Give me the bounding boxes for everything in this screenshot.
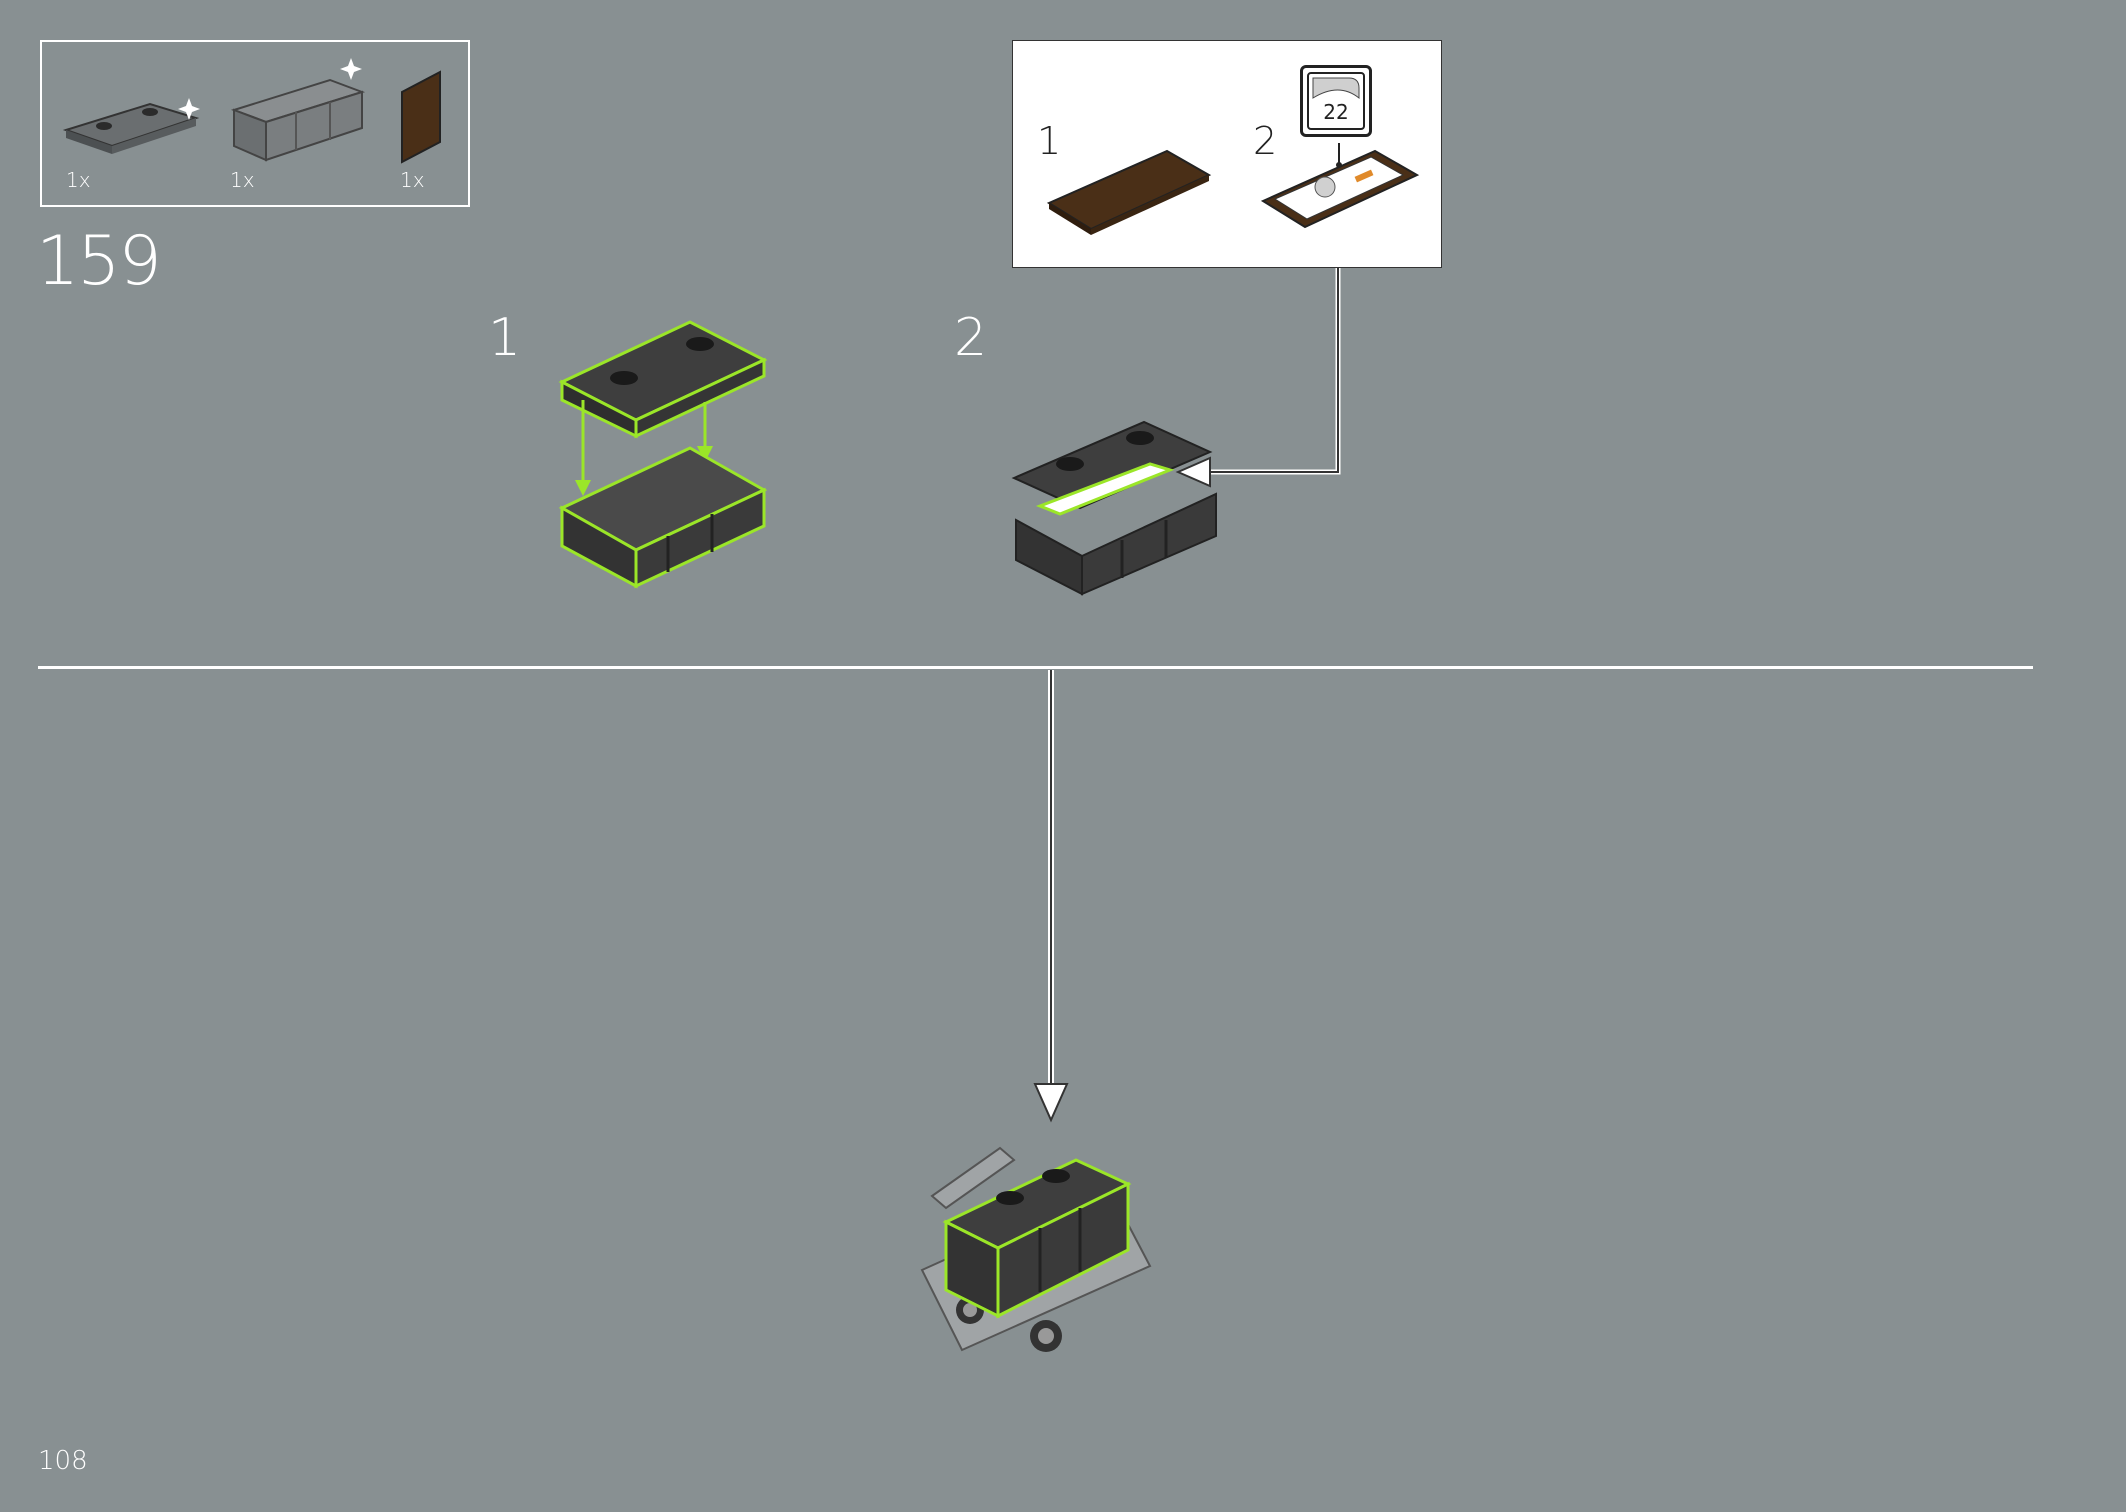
- callout-illustrations: [1046, 143, 1420, 235]
- callout-step-label: 2: [1253, 119, 1278, 163]
- callout-stickered-tile: [1260, 143, 1420, 229]
- sticker-peel-icon: [1312, 77, 1360, 100]
- part-quantity: 1x: [230, 168, 255, 192]
- substep-label: 1: [488, 308, 522, 368]
- callout-brown-tile: [1046, 149, 1212, 235]
- part-brown-tile: [401, 70, 441, 164]
- arrow-icon: [1033, 670, 1069, 1123]
- part-chest-base: [230, 78, 366, 162]
- part-quantity: 1x: [66, 168, 91, 192]
- substep1-illustration: [558, 320, 768, 589]
- sparkle-icon: [178, 98, 200, 120]
- substep-label: 2: [954, 308, 988, 368]
- sub-assembly-callout: 1 2: [1012, 40, 1442, 268]
- step-number: 159: [36, 222, 162, 301]
- section-divider: [38, 666, 2033, 669]
- sparkle-icon: [340, 58, 362, 80]
- substep2-illustration: [1011, 420, 1217, 596]
- part-chest-lid: [62, 102, 200, 154]
- arrow-icon: [1175, 268, 1341, 488]
- part-quantity: 1x: [400, 168, 425, 192]
- final-model-illustration: [920, 1146, 1152, 1352]
- parts-list-box: 1x 1x 1x: [40, 40, 470, 207]
- callout-step-label: 1: [1037, 119, 1062, 163]
- sticker-number: 22: [1323, 100, 1349, 124]
- sticker-sheet-frame: 22: [1307, 72, 1365, 130]
- page-number: 108: [38, 1446, 88, 1476]
- sticker-icon: 22: [1300, 65, 1372, 137]
